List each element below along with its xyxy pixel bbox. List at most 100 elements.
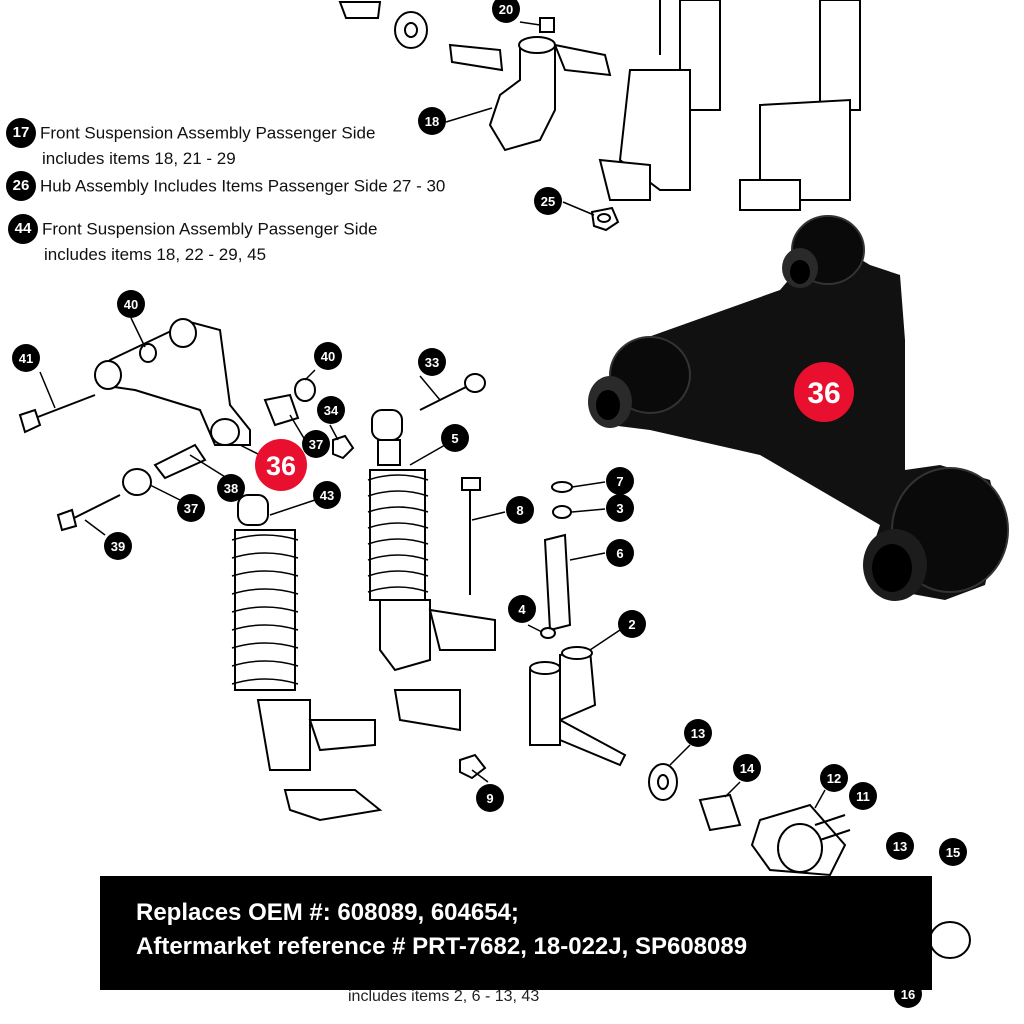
callout-40b: 40	[321, 349, 335, 364]
sleeve-14	[698, 793, 742, 832]
callout-43: 43	[320, 488, 334, 503]
callout-8-circle	[506, 496, 534, 524]
callout-15-circle	[939, 838, 967, 866]
washer-40a	[139, 343, 157, 363]
callout-25-circle	[534, 187, 562, 215]
callout-33: 33	[425, 355, 439, 370]
bushing-4	[540, 627, 556, 639]
callout-2: 2	[628, 617, 635, 632]
callout-34: 34	[324, 403, 339, 418]
spindle-2	[529, 646, 627, 767]
callout-37b-circle	[177, 494, 205, 522]
nut-25-part	[590, 206, 620, 232]
bolt-41	[18, 394, 96, 434]
callout-38-circle	[217, 474, 245, 502]
cap-15	[929, 921, 971, 959]
callout-38: 38	[224, 481, 238, 496]
callout-14: 14	[740, 761, 755, 776]
bearing-13a	[648, 763, 678, 801]
legend-number: 44	[8, 214, 38, 244]
callout-13a-circle	[684, 719, 712, 747]
a-arm-drawing	[94, 318, 251, 446]
sleeve-38	[153, 443, 207, 480]
highlight-36-small-circle	[255, 439, 307, 491]
callout-25: 25	[541, 194, 555, 209]
callout-4-circle	[508, 595, 536, 623]
callout-6-circle	[606, 539, 634, 567]
callout-8: 8	[516, 503, 523, 518]
nut-34	[332, 434, 355, 460]
bushing-37b	[122, 468, 152, 496]
callout-18-circle	[418, 107, 446, 135]
callout-6: 6	[616, 546, 623, 561]
callout-37b: 37	[184, 501, 198, 516]
highlight-36-large-circle	[794, 362, 854, 422]
callout-20: 20	[499, 2, 513, 17]
washer-40b	[294, 378, 316, 402]
callout-37a-circle	[302, 430, 330, 458]
callout-2-circle	[618, 610, 646, 638]
banner-line-oem: Replaces OEM #: 608089, 604654;	[136, 899, 519, 926]
oem-reference-banner: Replaces OEM #: 608089, 604654; Aftermar…	[100, 876, 932, 990]
legend-line1: Front Suspension Assembly Passenger Side	[40, 123, 376, 143]
banner-line-aftermarket: Aftermarket reference # PRT-7682, 18-022…	[136, 933, 748, 960]
shock-absorber-43	[231, 494, 383, 822]
callout-41-circle	[12, 344, 40, 372]
bolt-33	[419, 373, 486, 411]
callout-4: 4	[518, 602, 526, 617]
top-shock-absorber	[598, 0, 861, 211]
spindle-knuckle-top	[448, 17, 612, 152]
callout-37a: 37	[309, 437, 323, 452]
callout-7: 7	[616, 474, 623, 489]
callout-39: 39	[111, 539, 125, 554]
bolt-8	[461, 477, 481, 595]
kingpin-6	[543, 533, 572, 632]
callout-11-circle	[849, 782, 877, 810]
below-banner-text: includes items 2, 6 - 13, 43	[348, 988, 540, 1005]
callout-43-circle	[313, 481, 341, 509]
callout-3: 3	[616, 501, 623, 516]
callout-40a: 40	[124, 297, 138, 312]
callout-15: 15	[946, 845, 960, 860]
nut-9	[459, 753, 487, 780]
callout-5: 5	[451, 431, 458, 446]
callout-13b-circle	[886, 832, 914, 860]
callout-20-circle	[492, 0, 520, 23]
callout-34-circle	[317, 396, 345, 424]
hub-12	[750, 803, 851, 877]
callout-40b-circle	[314, 342, 342, 370]
legend-line2: includes items 18, 21 - 29	[42, 149, 236, 168]
top-bushing-part	[338, 1, 428, 49]
callout-9: 9	[486, 791, 493, 806]
legend-line1: Hub Assembly Includes Items Passenger Si…	[40, 176, 446, 196]
a-arm-photo	[588, 215, 1009, 601]
callout-13b: 13	[893, 839, 907, 854]
callout-7-circle	[606, 467, 634, 495]
legend-number: 26	[6, 171, 36, 201]
callout-18: 18	[425, 114, 439, 129]
callout-12-circle	[820, 764, 848, 792]
callout-13a: 13	[691, 726, 705, 741]
callout-3-circle	[606, 494, 634, 522]
bushing-37a	[263, 393, 300, 427]
callout-9-circle	[476, 784, 504, 812]
callout-11: 11	[856, 789, 870, 804]
washer-3	[552, 505, 572, 519]
washer-7	[551, 481, 573, 493]
legend-line1: Front Suspension Assembly Passenger Side	[42, 219, 378, 239]
highlight-36-small: 36	[266, 451, 296, 481]
legend-number: 17	[6, 118, 36, 148]
callout-16: 16	[901, 987, 915, 1002]
callout-40a-circle	[117, 290, 145, 318]
shock-absorber-5	[367, 409, 496, 732]
callout-12: 12	[827, 771, 841, 786]
legend-line2: includes items 18, 22 - 29, 45	[44, 245, 267, 264]
bearing-13a-bore	[657, 774, 669, 790]
highlight-36-large: 36	[807, 377, 840, 410]
callout-5-circle	[441, 424, 469, 452]
callout-41: 41	[19, 351, 33, 366]
